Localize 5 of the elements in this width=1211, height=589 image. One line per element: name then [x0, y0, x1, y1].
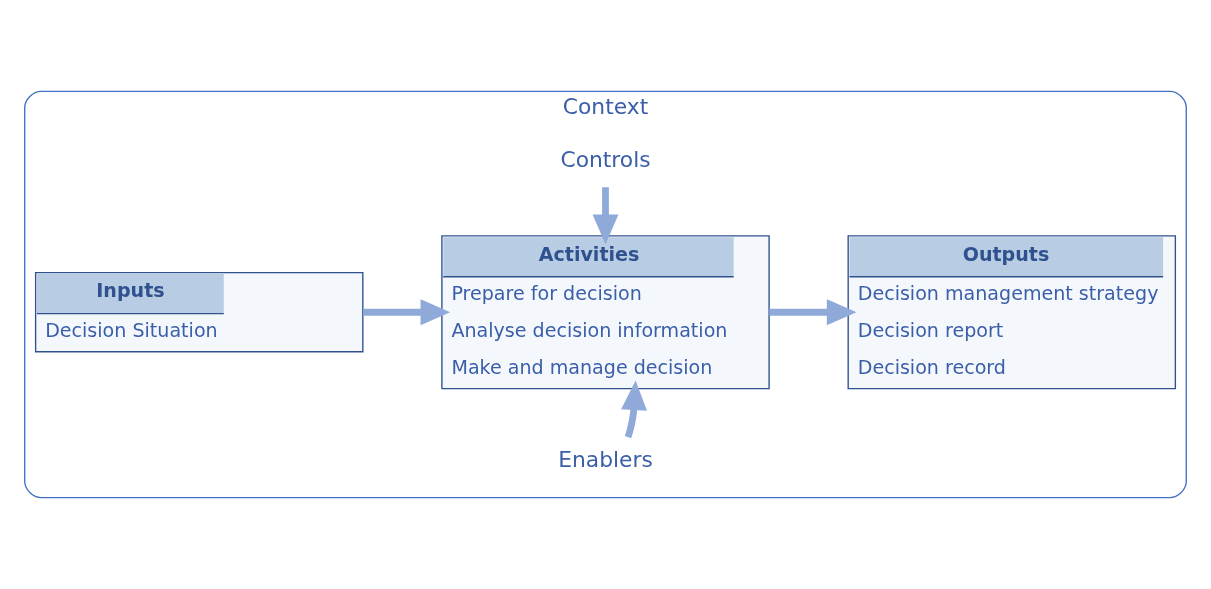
arrow — [363, 299, 451, 326]
arrow — [621, 380, 647, 439]
arrow — [769, 299, 857, 326]
node-text: Enablers — [558, 447, 653, 473]
node-text: Controls — [560, 147, 651, 173]
